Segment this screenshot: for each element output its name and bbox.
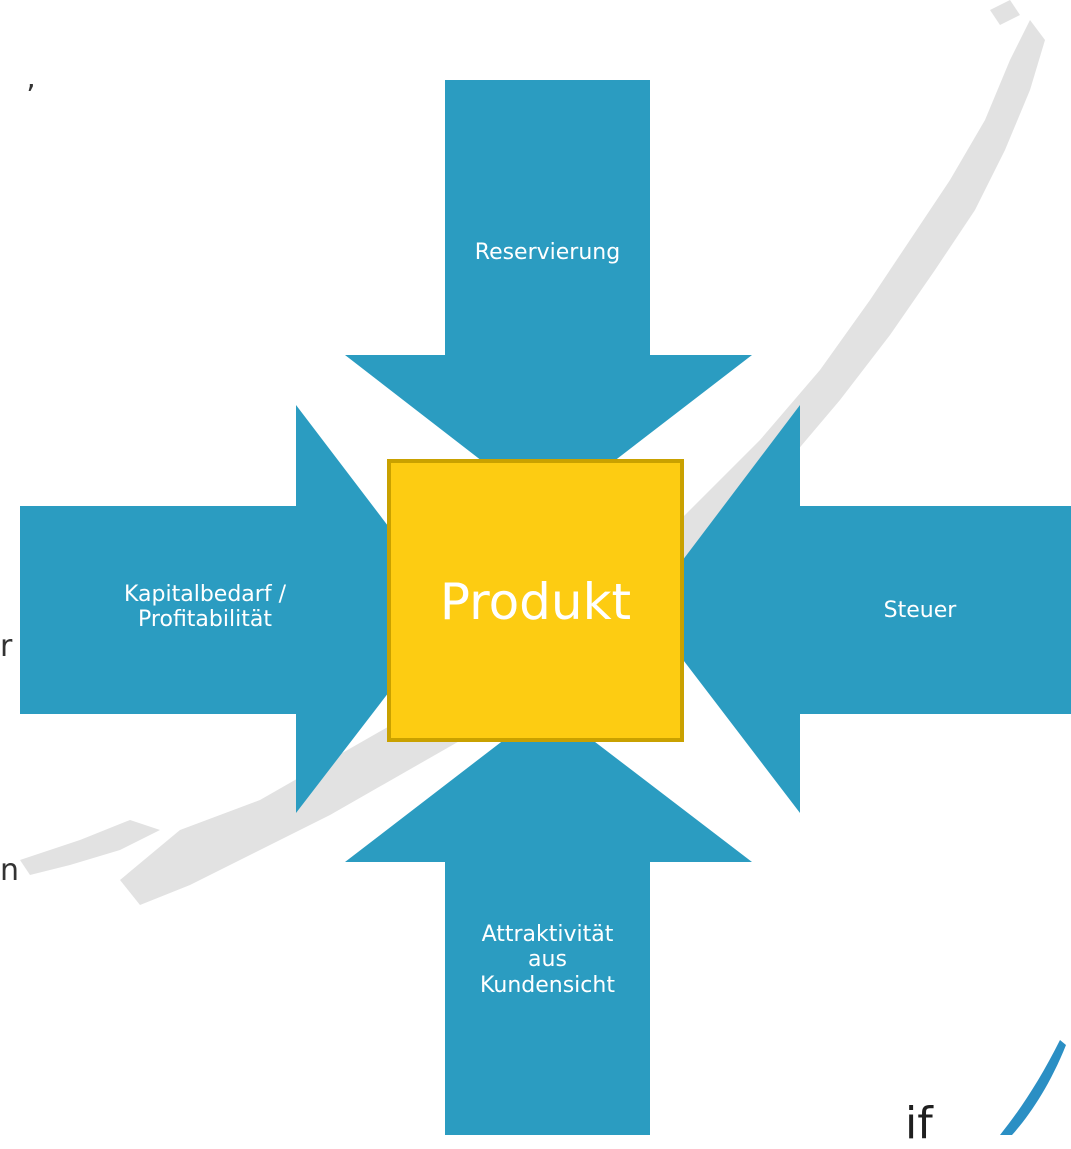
background-texture <box>20 0 1045 905</box>
edge-fragment-r: r <box>0 629 13 664</box>
logo-text: if <box>905 1098 933 1149</box>
arrow-top <box>345 80 752 512</box>
arrow-label-attraktivitaet: Attraktivität aus Kundensicht <box>480 922 615 998</box>
arrow-label-kapitalbedarf: Kapitalbedarf / Profitabilität <box>124 582 286 633</box>
arrow-left <box>20 405 452 813</box>
center-label-produkt: Produkt <box>439 573 632 631</box>
arrow-bottom <box>345 706 752 1135</box>
edge-fragment-n: n <box>0 853 20 888</box>
edge-fragment-apostrophe: ’ <box>26 79 36 114</box>
arrow-label-steuer: Steuer <box>883 598 957 623</box>
arrow-label-reservierung: Reservierung <box>474 240 621 265</box>
center-square <box>387 459 684 742</box>
logo-swoosh <box>1000 1040 1066 1135</box>
arrow-right <box>645 405 1071 813</box>
